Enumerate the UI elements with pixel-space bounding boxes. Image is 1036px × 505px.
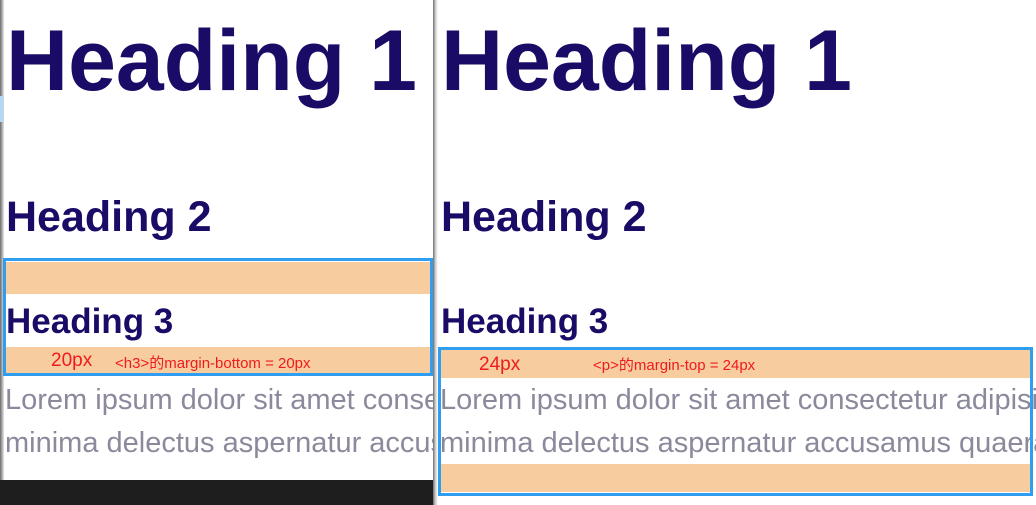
- panel-divider: [433, 0, 438, 505]
- heading-2: Heading 2: [441, 193, 647, 241]
- h3-margin-bottom-highlight: [5, 347, 431, 374]
- right-screenshot-panel: Heading 1 Heading 2 Heading 3 24px <p>的m…: [438, 0, 1036, 505]
- heading-1: Heading 1: [6, 13, 417, 109]
- left-screenshot-panel: Heading 1 Heading 2 Heading 3 20px <h3>的…: [0, 0, 434, 505]
- paragraph-line-1: Lorem ipsum dolor sit amet consectetur a…: [440, 384, 1036, 416]
- paragraph-highlight-box: [438, 347, 1033, 496]
- p-margin-bottom-highlight: [441, 464, 1030, 492]
- heading-3: Heading 3: [6, 302, 174, 341]
- h3-highlight-box: [3, 258, 433, 376]
- heading-2: Heading 2: [6, 193, 212, 241]
- paragraph-line-1: Lorem ipsum dolor sit amet consectetur a…: [5, 384, 434, 416]
- paragraph-line-2: minima delectus aspernatur accusamus qua…: [5, 427, 434, 459]
- margin-annotation-text: <p>的margin-top = 24px: [593, 357, 756, 374]
- h3-margin-top-highlight: [5, 262, 431, 294]
- left-window-edge-tab: [0, 96, 4, 122]
- left-window-edge: [0, 0, 4, 480]
- heading-1: Heading 1: [441, 13, 852, 109]
- heading-3: Heading 3: [441, 302, 609, 341]
- p-margin-top-highlight: [441, 350, 1030, 378]
- dark-bottom-bar: [0, 480, 434, 505]
- margin-value-label: 24px: [479, 354, 521, 375]
- paragraph-line-2: minima delectus aspernatur accusamus qua…: [440, 427, 1036, 459]
- margin-annotation-text: <h3>的margin-bottom = 20px: [115, 355, 311, 372]
- margin-value-label: 20px: [51, 350, 93, 371]
